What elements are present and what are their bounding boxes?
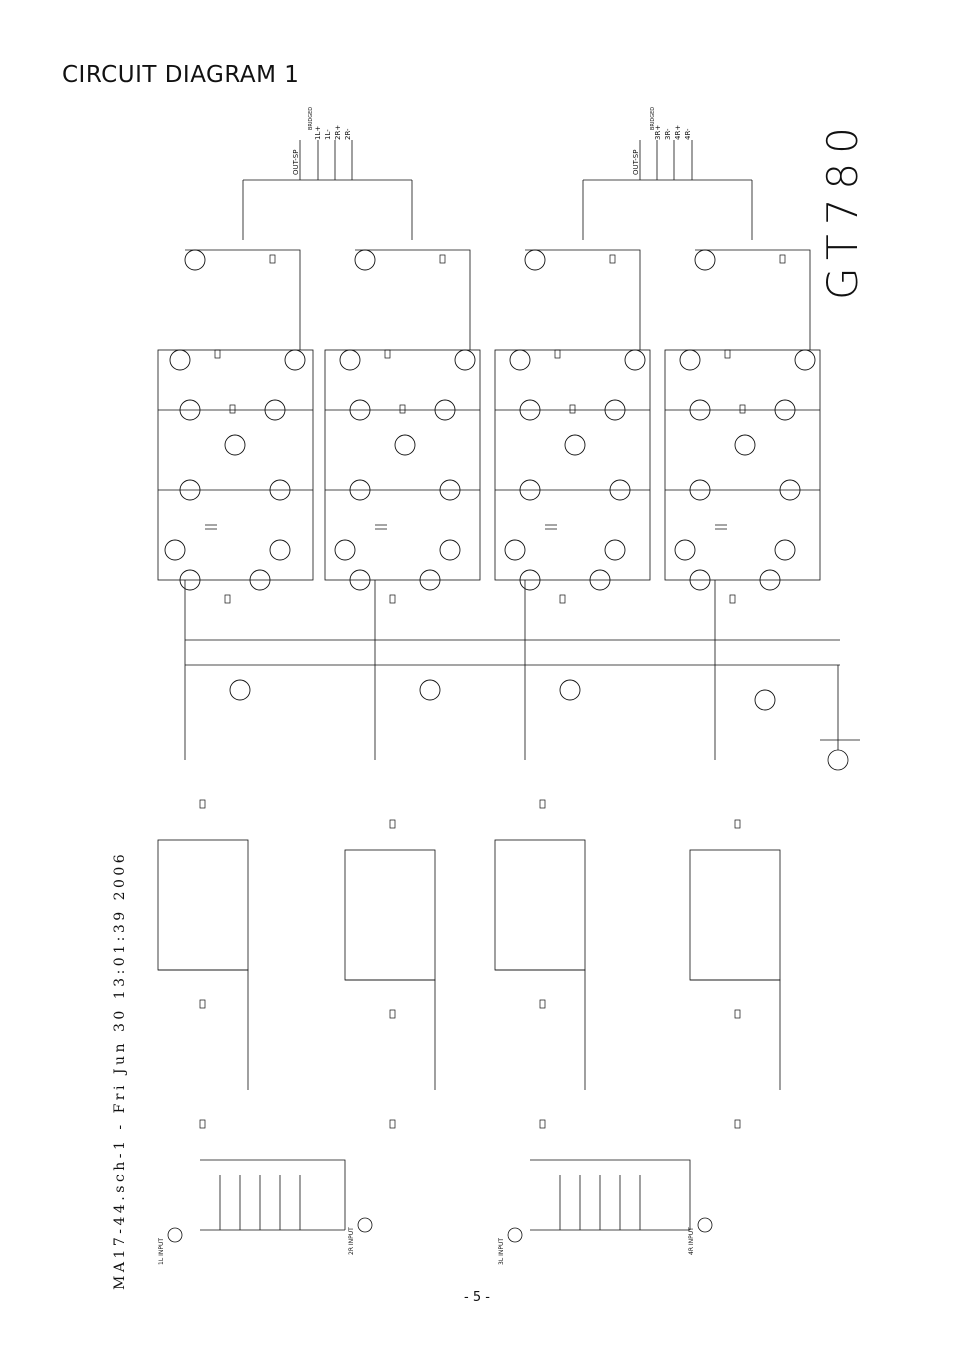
output-labels-left: OUT-SP BRIDGED 1L+ 1L- 2R+ 2R- <box>292 107 352 175</box>
input-1l-label: 1L INPUT <box>158 1238 165 1265</box>
input-4r-label: 4R INPUT <box>688 1227 695 1255</box>
transistor-symbols <box>164 249 816 711</box>
page-number: - 5 - <box>464 1290 490 1305</box>
input-2r-label: 2R INPUT <box>348 1227 355 1255</box>
terminal-3r-minus: 3R- <box>664 128 672 140</box>
passive-components <box>199 254 786 1129</box>
page-title: CIRCUIT DIAGRAM 1 <box>62 62 300 88</box>
terminal-3r-plus: 3R+ <box>654 125 662 140</box>
terminal-2r-plus: 2R+ <box>334 125 342 140</box>
terminal-4r-plus: 4R+ <box>674 125 682 140</box>
out-sp-right-label: OUT-SP <box>632 150 640 175</box>
terminal-1l-plus: 1L+ <box>314 126 322 140</box>
bridged-right-label: BRIDGED <box>650 107 656 130</box>
schematic-wiring <box>157 140 860 1243</box>
input-3l-label: 3L INPUT <box>498 1238 505 1265</box>
bridged-left-label: BRIDGED <box>308 107 314 130</box>
file-stamp: MA17-44.sch-1 - Fri Jun 30 13:01:39 2006 <box>112 850 128 1290</box>
terminal-4r-minus: 4R- <box>684 128 692 140</box>
terminal-1l-minus: 1L- <box>324 129 332 140</box>
model-name: GT780 <box>818 118 867 300</box>
input-labels: 1L INPUT 2R INPUT 3L INPUT 4R INPUT <box>158 1227 695 1265</box>
output-labels-right: OUT-SP BRIDGED 3R+ 3R- 4R+ 4R- <box>632 107 692 175</box>
out-sp-left-label: OUT-SP <box>292 150 300 175</box>
terminal-2r-minus: 2R- <box>344 128 352 140</box>
